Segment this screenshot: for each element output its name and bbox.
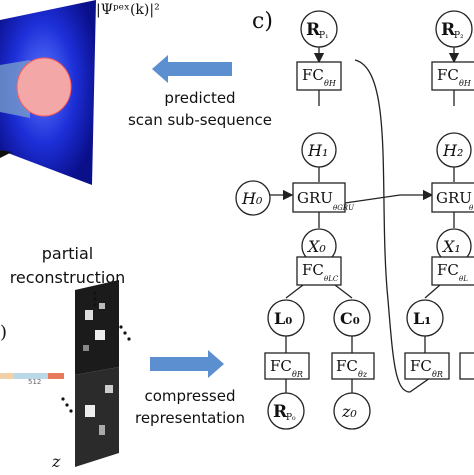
svg-text:H₂: H₂ [442,141,463,160]
bar-tick-label: 512 [28,378,42,386]
svg-text:L₀: L₀ [274,309,292,328]
svg-text:P₀: P₀ [286,413,296,423]
box-fc-z: FC θz [331,352,375,380]
compressed-label-line2: representation [134,409,245,427]
svg-text:θz: θz [358,370,368,379]
svg-text:H₁: H₁ [307,141,328,160]
panel-c-label: c) [252,9,273,34]
node-r-p1: R P₁ [300,10,338,48]
svg-text:R: R [306,20,321,40]
svg-text:P₁: P₁ [319,31,329,41]
box-fc-r: FC θR [264,352,310,380]
formula-label: |Ψᵖᵉˣ(k)|² [96,2,160,18]
box-fc-lc: FC θLC [296,256,342,286]
svg-text:FC: FC [437,66,459,84]
edges [270,47,460,393]
box-fc-h2: FC θH [431,61,474,91]
svg-text:FC: FC [437,261,459,279]
box-fc-h: FC θH [296,61,342,91]
svg-text:θH: θH [324,79,337,88]
svg-text:θL: θL [459,275,468,283]
node-l1: L₁ [406,299,444,337]
svg-text:θH: θH [459,79,472,88]
box-fc-r2: FC θR [404,352,450,380]
svg-text:X₀: X₀ [306,237,326,256]
svg-text:R: R [441,20,456,40]
svg-text:θR: θR [292,370,303,379]
predicted-arrow [152,55,232,83]
svg-text:P₂: P₂ [454,31,464,41]
node-h1: H₁ [301,132,337,168]
svg-text:H₀: H₀ [241,189,263,208]
z-label: z [52,452,61,471]
svg-text:FC: FC [410,357,432,375]
node-h2: H₂ [436,132,472,168]
svg-text:X₁: X₁ [441,237,461,256]
feature-maps-stack [61,280,131,467]
compressed-arrow [150,350,224,378]
latent-bar [0,373,64,379]
svg-text:FC: FC [336,357,358,375]
node-r-p0: R P₀ [267,392,305,430]
node-c0: C₀ [333,299,371,337]
diffraction-pattern-image [0,0,96,185]
node-x1: X₁ [436,228,472,264]
svg-text:FC: FC [270,357,292,375]
node-r-p2: R P₂ [435,10,473,48]
svg-text:FC: FC [302,261,324,279]
svg-text:θR: θR [432,370,443,379]
box-gru2: GRU θ [431,182,474,213]
svg-text:FC: FC [302,66,324,84]
box-fc-partial [459,352,474,380]
compressed-label-line1: compressed [144,387,236,405]
paren-fragment: ) [0,322,8,343]
svg-text:L₁: L₁ [413,309,431,328]
svg-text:z₀: z₀ [341,402,357,421]
partial-label-line1: partial [41,244,94,263]
svg-text:GRU: GRU [436,189,472,207]
partial-label-line2: reconstruction [9,268,126,287]
svg-text:θ: θ [469,204,474,212]
box-gru: GRU θGRU [292,182,355,213]
node-h0: H₀ [235,180,271,216]
predicted-label-line1: predicted [164,89,236,107]
svg-text:θLC: θLC [324,275,339,283]
svg-text:C₀: C₀ [340,309,360,328]
svg-text:GRU: GRU [297,189,333,207]
box-fc-lc2: FC θL [431,256,474,286]
svg-text:R: R [273,402,288,422]
node-z0: z₀ [333,392,371,430]
svg-text:θGRU: θGRU [333,204,355,212]
predicted-label-line2: scan sub-sequence [127,111,273,129]
node-l0: L₀ [267,299,305,337]
